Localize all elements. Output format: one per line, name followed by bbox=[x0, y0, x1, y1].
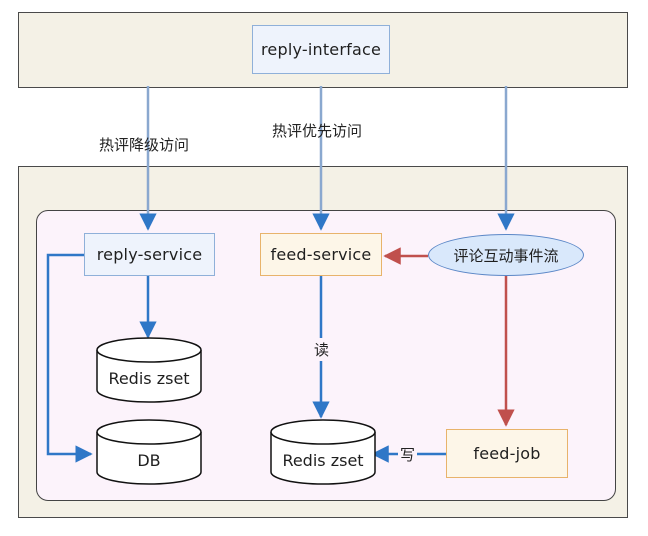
db-label: DB bbox=[137, 451, 161, 470]
feed-service-label: feed-service bbox=[270, 245, 372, 264]
degraded-access-label: 热评降级访问 bbox=[99, 136, 190, 154]
db-cylinder bbox=[96, 419, 202, 485]
reply-service-node: reply-service bbox=[84, 233, 215, 276]
feed-service-node: feed-service bbox=[260, 233, 382, 276]
reply-service-label: reply-service bbox=[96, 245, 203, 264]
reply-interface-node: reply-interface bbox=[252, 25, 390, 74]
edge-reply-service-to-db bbox=[46, 253, 93, 463]
reply-interface-label: reply-interface bbox=[261, 40, 381, 59]
write-label: 写 bbox=[398, 443, 418, 466]
feed-job-node: feed-job bbox=[446, 429, 568, 478]
priority-access-label: 热评优先访问 bbox=[272, 122, 363, 140]
read-label: 读 bbox=[312, 338, 332, 361]
redis-zset-mid-cylinder bbox=[270, 419, 376, 485]
redis-zset-mid-label: Redis zset bbox=[282, 451, 364, 470]
comment-event-stream-label: 评论互动事件流 bbox=[453, 246, 559, 265]
redis-zset-left-label: Redis zset bbox=[108, 369, 190, 388]
redis-zset-left-cylinder bbox=[96, 337, 202, 403]
comment-event-stream-node: 评论互动事件流 bbox=[428, 234, 584, 276]
feed-job-label: feed-job bbox=[473, 444, 541, 463]
